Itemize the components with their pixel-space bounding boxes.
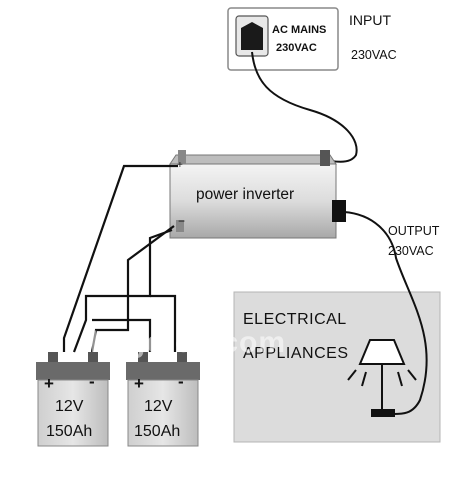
ac-mains-voltage: 230VAC [276,42,317,54]
input-voltage: 230VAC [351,48,397,62]
battery-2-plus: + [134,374,144,393]
appliances-panel [233,291,441,443]
battery-1-minus: - [89,372,95,391]
watermark: bygd.en.com [90,326,287,359]
output-voltage: 230VAC [388,244,434,258]
appliances-label-line2: APPLIANCES [243,345,349,362]
inverter-plus-terminal: + [177,160,183,171]
output-cable [343,211,428,416]
ac-mains-label: AC MAINS [272,24,327,36]
battery-wires [62,164,178,353]
lamp-icon [347,339,417,417]
battery-2 [126,352,200,447]
appliances-label-line1: ELECTRICAL [243,311,347,328]
ac-mains-socket [227,7,339,71]
input-title: INPUT [349,12,391,28]
battery-1-voltage: 12V [55,398,84,415]
battery-1-plus: + [44,374,54,393]
output-title: OUTPUT [388,224,440,238]
battery-2-capacity: 150Ah [134,423,181,440]
battery-1 [36,352,110,447]
inverter-minus-terminal: − [178,214,186,228]
inverter-label: power inverter [196,186,295,203]
battery-2-minus: - [178,372,184,391]
power-inverter [169,150,346,239]
battery-2-voltage: 12V [144,398,173,415]
battery-1-capacity: 150Ah [46,423,93,440]
mains-cable [251,51,358,163]
